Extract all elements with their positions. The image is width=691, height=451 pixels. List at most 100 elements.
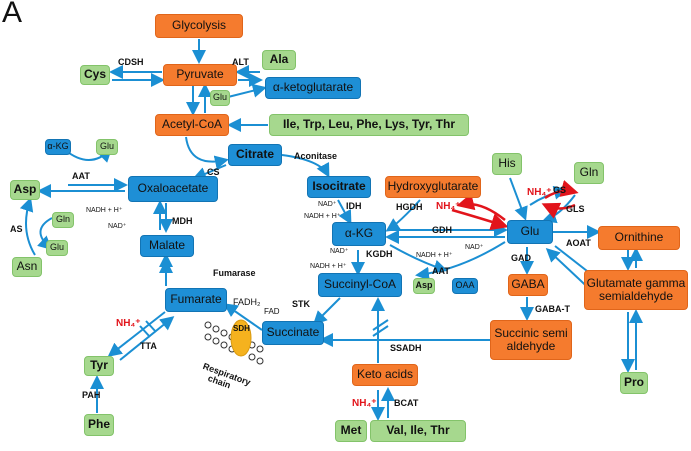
alt-label: ALT (232, 57, 249, 67)
oaa-small-node: OAA (452, 278, 478, 294)
nadh-h-kgdh-label: NADH + H⁺ (310, 263, 347, 270)
tick-ssadh-1 (372, 319, 389, 331)
ssadh-label: SSADH (390, 343, 422, 353)
gdh-label: GDH (432, 225, 452, 235)
succinic-semialdehyde-line2: aldehyde (506, 339, 556, 353)
tta-label: TTA (140, 341, 157, 351)
hgdh-label: HGDH (396, 202, 423, 212)
arrow-fumarate-tyr (107, 311, 166, 357)
aoat-label: AOAT (566, 238, 591, 248)
glu-small-left-node: Glu (96, 139, 118, 155)
succinic-semialdehyde-line1: Succinic semi (494, 325, 568, 340)
gaba-node: GABA (508, 274, 548, 296)
aat-left-label: AAT (72, 171, 90, 181)
succinate-node: Succinate (262, 321, 324, 345)
sdh-label: SDH (233, 324, 250, 333)
nad-mdh-label: NAD⁺ (108, 223, 127, 230)
gaba-t-label: GABA-T (535, 304, 570, 314)
red-arrow-gls (541, 202, 576, 219)
arrow-akg-asp (389, 244, 448, 274)
red-arrow-gs (544, 180, 579, 200)
nad-idh-label: NAD⁺ (318, 201, 337, 208)
as-label: AS (10, 224, 23, 234)
succinic-semialdehyde-node: Succinic semi aldehyde (490, 320, 572, 360)
pah-label: PAH (82, 390, 101, 400)
asn-node: Asn (12, 257, 42, 277)
red-arrow-glu-nh4 (456, 193, 506, 221)
fad-label: FAD (264, 307, 280, 316)
arrow-succinate-fumarate (223, 303, 263, 331)
ala-node: Ala (262, 50, 296, 70)
pro-node: Pro (620, 372, 648, 394)
respiratory-chain-membrane (204, 319, 264, 365)
nadh-h-gdh-label: NADH + H⁺ (416, 252, 453, 259)
arrow-citrate-isocitrate (281, 154, 330, 178)
hydroxyglutarate-node: Hydroxyglutarate (385, 176, 481, 198)
mdh-label: MDH (172, 216, 193, 226)
akg-small-node: α-KG (45, 139, 71, 155)
akg-long-node: α-ketoglutarate (265, 77, 361, 99)
aconitase-label: Aconitase (294, 151, 338, 161)
arrow-isocitrate-akg (337, 199, 352, 225)
gls-label: GLS (566, 204, 585, 214)
aat-center-label: AAT (432, 266, 450, 276)
glu-center-node: Glu (507, 220, 553, 244)
arrow-glu-akg (227, 83, 267, 98)
asp-small-node: Asp (413, 278, 435, 294)
tick-tta-1 (139, 325, 151, 338)
bcat-label: BCAT (394, 398, 419, 408)
glu-small-bottom-node: Glu (46, 240, 68, 256)
cdsh-label: CDSH (118, 57, 144, 67)
isocitrate-node: Isocitrate (307, 176, 371, 198)
his-node: His (492, 153, 522, 175)
cs-label: CS (207, 167, 220, 177)
panel-letter: A (2, 0, 23, 29)
fumarate-node: Fumarate (165, 288, 227, 312)
fumarase-label: Fumarase (213, 268, 256, 278)
amino-acid-list-node: Ile, Trp, Leu, Phe, Lys, Tyr, Thr (269, 114, 469, 136)
nh4-gs-label: NH₄⁺ (527, 187, 552, 198)
idh-label: IDH (346, 201, 362, 211)
stk-label: STK (292, 299, 310, 309)
nadh-h-mdh-label: NADH + H⁺ (86, 207, 123, 214)
nadh-h-idh-label: NADH + H⁺ (304, 213, 341, 220)
citrate-node: Citrate (228, 144, 282, 166)
glutamate-semialdehyde-node: Glutamate gamma semialdehyde (584, 270, 688, 310)
red-arrow-nh4-glu (451, 208, 509, 231)
akg-center-node: α-KG (332, 222, 386, 246)
tick-ssadh-2 (372, 325, 389, 337)
oxaloacetate-node: Oxaloacetate (128, 176, 218, 202)
arrow-aat-center (415, 241, 506, 281)
kgdh-label: KGDH (366, 249, 393, 259)
nh4-tta-label: NH₄⁺ (116, 318, 141, 329)
arrow-cs-citrate (185, 136, 229, 170)
arrow-tyr-fumarate (119, 316, 175, 361)
val-ile-thr-node: Val, Ile, Thr (370, 420, 466, 442)
tick-tta-2 (145, 320, 157, 333)
gad-label: GAD (511, 253, 531, 263)
cys-node: Cys (80, 65, 110, 85)
nh4-bcat-label: NH₄⁺ (352, 398, 377, 409)
arrow-succinylcoa-succinate (312, 297, 341, 326)
glutamate-semialdehyde-line2: semialdehyde (598, 289, 674, 303)
gln-right-node: Gln (574, 162, 604, 184)
tyr-node: Tyr (84, 356, 114, 376)
keto-acids-node: Keto acids (352, 364, 418, 386)
gln-small-node: Gln (52, 212, 74, 228)
nad-kgdh-label: NAD⁺ (330, 248, 349, 255)
glycolysis-node: Glycolysis (155, 14, 243, 38)
acetyl-coa-node: Acetyl-CoA (155, 114, 229, 136)
arrow-hgdh (385, 199, 421, 232)
sdh-complex (230, 319, 252, 357)
glu-small-top-node: Glu (210, 90, 230, 106)
arrow-asn-asp (19, 197, 36, 256)
phe-node: Phe (84, 414, 114, 436)
gs-label: GS (553, 185, 567, 195)
nad-gdh-label: NAD⁺ (465, 244, 484, 251)
ornithine-node: Ornithine (598, 226, 680, 250)
nh4-hgdh-label: NH₄⁺ (436, 201, 461, 212)
pyruvate-node: Pyruvate (163, 64, 237, 86)
asp-left-node: Asp (10, 180, 40, 200)
